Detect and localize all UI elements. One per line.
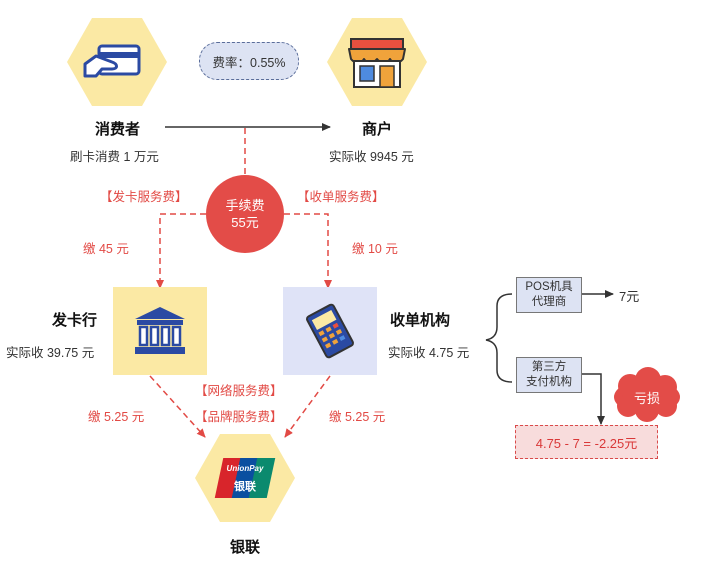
network-fee-label: 【网络服务费】: [195, 384, 283, 398]
pos-agent-line1: POS机具: [525, 281, 573, 293]
consumer-sub: 刷卡消费 1 万元: [70, 150, 159, 164]
acquirer-name: 收单机构: [390, 312, 451, 329]
shop-icon: [348, 38, 406, 88]
third-party-to-result-arrow: [581, 373, 605, 425]
issuer-name: 发卡行: [52, 312, 98, 329]
loss-label: 亏损: [633, 390, 660, 406]
pay-acquirer-label: 缴 10 元: [352, 242, 398, 256]
acquirer-tile: [283, 287, 377, 375]
loss-cloud-icon: [614, 367, 680, 422]
third-party-box: 第三方 支付机构: [516, 357, 582, 393]
brace: [485, 293, 513, 383]
pay-union-right-label: 缴 5.25 元: [329, 410, 386, 424]
unionpay-logo: UnionPay 银联: [214, 458, 276, 498]
loss-result-box: 4.75 - 7 = -2.25元: [515, 425, 658, 459]
issuer-to-unionpay-arrow: [149, 375, 206, 438]
pos-agent-box: POS机具 代理商: [516, 277, 582, 313]
issuer-service-label: 【发卡服务费】: [100, 190, 188, 204]
third-party-line1: 第三方: [531, 361, 567, 373]
card-swipe-icon: [83, 44, 141, 78]
fee-circle: 手续费 55元: [206, 175, 284, 253]
rate-text: 费率：0.55%: [212, 55, 286, 70]
acquirer-sub: 实际收 4.75 元: [388, 346, 470, 360]
loss-result-text: 4.75 - 7 = -2.25元: [535, 435, 638, 451]
issuer-sub: 实际收 39.75 元: [6, 346, 95, 360]
pos-cost-label: 7元: [619, 289, 640, 304]
pay-union-left-label: 缴 5.25 元: [88, 410, 145, 424]
unionpay-name: 银联: [230, 539, 261, 556]
fee-to-issuer-arrow: [156, 213, 206, 289]
fee-title: 手续费: [225, 198, 265, 213]
acquirer-service-label: 【收单服务费】: [297, 190, 385, 204]
brand-fee-label: 【品牌服务费】: [195, 410, 283, 424]
third-party-line2: 支付机构: [526, 376, 572, 388]
pos-agent-line2: 代理商: [531, 296, 567, 308]
merchant-name: 商户: [362, 121, 393, 138]
acquirer-to-unionpay-arrow: [284, 375, 331, 438]
rate-pill: 费率：0.55%: [199, 42, 299, 80]
pos-terminal-icon: [306, 303, 354, 359]
consumer-name: 消费者: [95, 121, 141, 138]
fee-to-acquirer-arrow: [284, 213, 332, 289]
pay-issuer-label: 缴 45 元: [83, 242, 129, 256]
merchant-sub: 实际收 9945 元: [329, 150, 414, 164]
fee-amount: 55元: [231, 215, 259, 230]
unionpay-logo-top: UnionPay: [226, 464, 264, 473]
unionpay-logo-bottom: 银联: [234, 481, 256, 493]
bank-icon: [135, 307, 185, 354]
issuer-tile: [113, 287, 207, 375]
